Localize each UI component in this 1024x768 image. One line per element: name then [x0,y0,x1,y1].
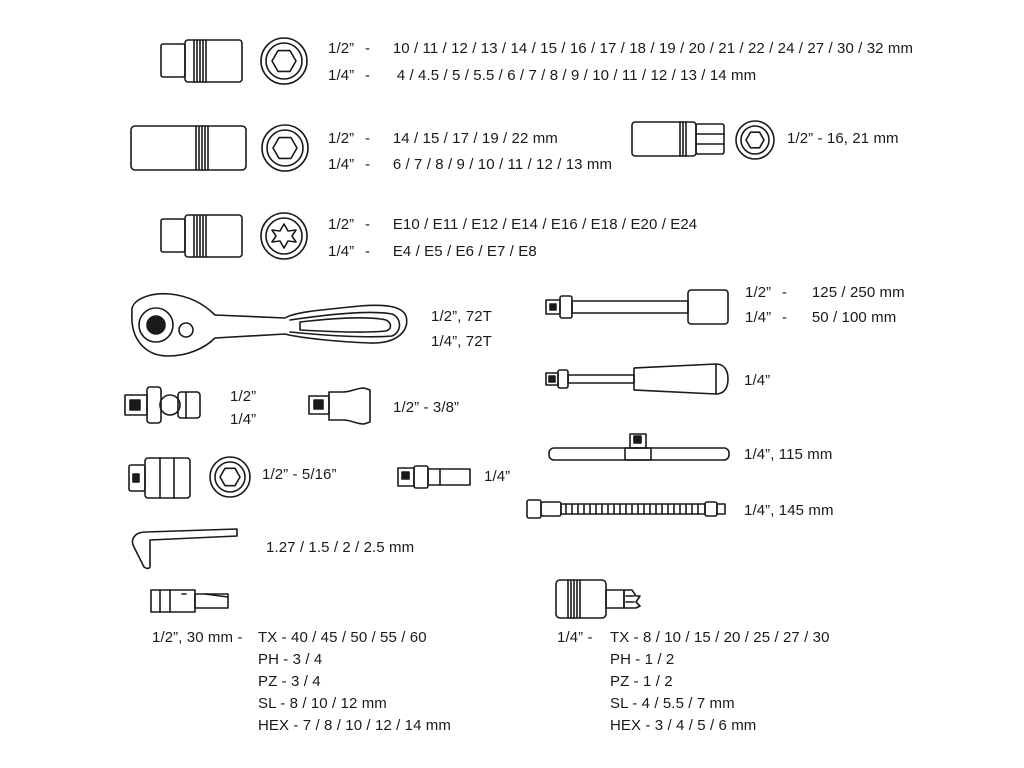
socket-icon [160,37,308,85]
bits-half-prefix: 1/2”, 30 mm - [152,629,243,646]
spark-plug-label: 1/2” - 16, 21 mm [787,130,899,147]
adapter-icon [308,387,371,425]
bits-half-line: HEX - 7 / 8 / 10 / 12 / 14 mm [258,717,451,734]
bits-half-line: TX - 40 / 45 / 50 / 55 / 60 [258,629,427,646]
bits-quarter-line: HEX - 3 / 4 / 5 / 6 mm [610,717,757,734]
universal-joint-icon [124,386,201,424]
bits-half-line: PH - 3 / 4 [258,651,323,668]
flex-extension-label: 1/4”, 145 mm [744,502,834,519]
universal-joint-half-label: 1/2” [230,388,257,405]
socket-half-label: 1/2” - 10 / 11 / 12 / 13 / 14 / 15 / 16 … [328,40,914,57]
bits-quarter-line: TX - 8 / 10 / 15 / 20 / 25 / 27 / 30 [610,629,830,646]
screwdriver-handle-label: 1/4” [744,372,771,389]
bits-quarter-line: PH - 1 / 2 [610,651,675,668]
spark-plug-socket-icon [631,120,775,160]
bits-half-list: TX - 40 / 45 / 50 / 55 / 60 PH - 3 / 4 P… [258,629,451,735]
ratchet-quarter-label: 1/4”, 72T [431,333,492,350]
universal-joint-quarter-label: 1/4” [230,411,257,428]
torx-socket-icon [160,212,308,260]
deep-socket-quarter-label: 1/4” - 6 / 7 / 8 / 9 / 10 / 11 / 12 / 13… [328,156,613,173]
bit-socket-icon [555,579,641,619]
deep-socket-half-label: 1/2” - 14 / 15 / 17 / 19 / 22 mm [328,130,558,147]
bits-quarter-list: TX - 8 / 10 / 15 / 20 / 25 / 27 / 30 PH … [610,629,830,735]
bits-quarter-line: PZ - 1 / 2 [610,673,673,690]
bit-holder-label: 1/4” [484,468,511,485]
t-bar-icon [548,433,730,461]
bits-quarter-prefix: 1/4” - [557,629,593,646]
bit-adapter-label: 1/2” - 5/16” [262,466,337,483]
deep-socket-icon [130,124,309,172]
extension-quarter-label: 1/4” - 50 / 100 mm [745,309,897,326]
hex-key-icon [131,528,238,570]
bit-adapter-icon [128,456,251,499]
ratchet-half-label: 1/2”, 72T [431,308,492,325]
extension-bar-icon [545,289,729,325]
torx-socket-half-label: 1/2” - E10 / E11 / E12 / E14 / E16 / E18… [328,216,698,233]
ratchet-icon [131,292,408,357]
bits-half-line: SL - 8 / 10 / 12 mm [258,695,387,712]
bit-icon [150,589,229,613]
socket-quarter-label: 1/4” - 4 / 4.5 / 5 / 5.5 / 6 / 7 / 8 / 9… [328,67,757,84]
flexible-extension-icon [526,499,726,519]
hex-keys-label: 1.27 / 1.5 / 2 / 2.5 mm [266,539,415,556]
screwdriver-handle-icon [545,363,729,395]
bits-quarter-line: SL - 4 / 5.5 / 7 mm [610,695,735,712]
torx-socket-quarter-label: 1/4” - E4 / E5 / E6 / E7 / E8 [328,243,537,260]
t-bar-label: 1/4”, 115 mm [744,446,833,463]
extension-half-label: 1/2” - 125 / 250 mm [745,284,905,301]
bit-holder-icon [397,465,471,489]
adapter-label: 1/2” - 3/8” [393,399,460,416]
bits-half-line: PZ - 3 / 4 [258,673,321,690]
